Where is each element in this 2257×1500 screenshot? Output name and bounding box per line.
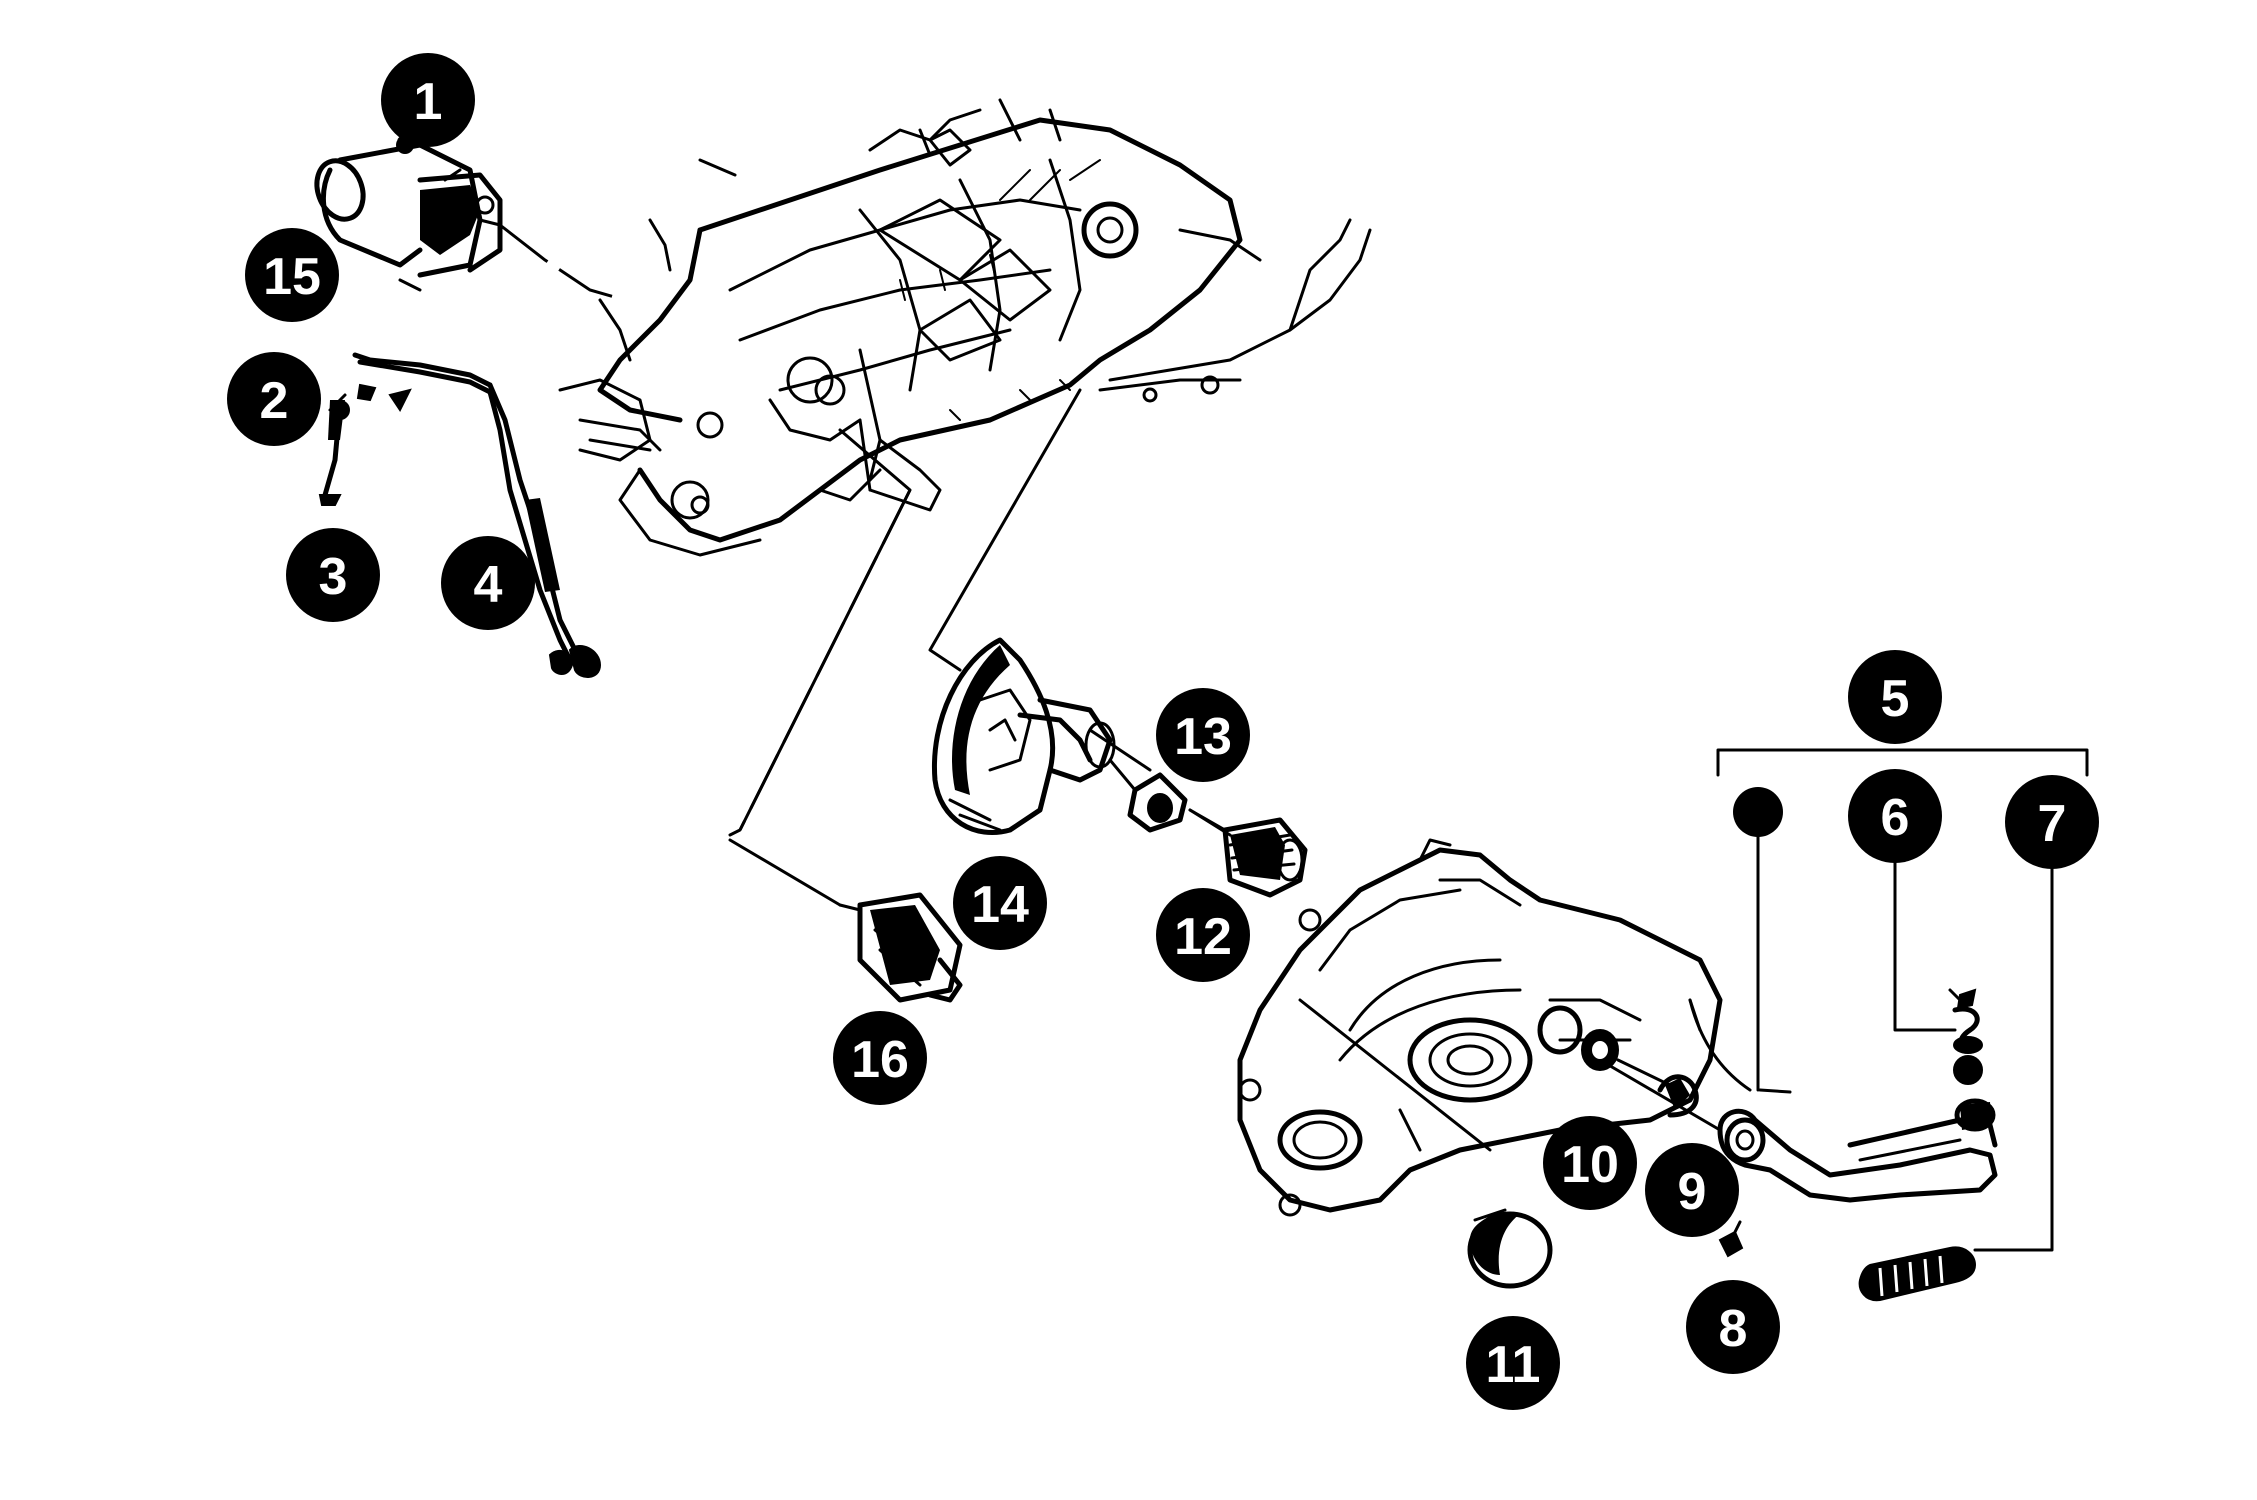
part-6-detent-spring (1948, 988, 1983, 1085)
callout-5-label: 5 (1881, 670, 1910, 728)
callout-14-label: 14 (971, 876, 1029, 934)
callout-12-label: 12 (1174, 908, 1232, 966)
callout-3-label: 3 (319, 548, 348, 606)
leader-lines (499, 158, 1722, 1152)
callout-1: 1 (381, 53, 475, 147)
callout-14: 14 (953, 856, 1047, 950)
callout-15-label: 15 (263, 248, 321, 306)
part-2-3-4-cables (318, 352, 602, 678)
part-13-bushing (1108, 758, 1188, 833)
part-15-starter-motor (314, 127, 503, 292)
callout-4: 4 (441, 536, 535, 630)
part-5-kick-lever (1688, 998, 1998, 1203)
group-5-bracket (1716, 748, 2089, 1252)
part-16-spring-shaft (838, 892, 963, 1003)
callout-7: 7 (2005, 775, 2099, 869)
part-12-spring (1188, 808, 1308, 898)
callout-8: 8 (1686, 1280, 1780, 1374)
callout-7-label: 7 (2038, 795, 2067, 853)
callout-2-label: 2 (260, 372, 289, 430)
part-11-plug-cap (1467, 1208, 1553, 1289)
callout-6: 6 (1848, 769, 1942, 863)
crankcase-assembly (558, 98, 1372, 557)
callout-3: 3 (286, 528, 380, 622)
callout-13: 13 (1156, 688, 1250, 782)
callout-5: 5 (1848, 650, 1942, 744)
callout-6-label: 6 (1881, 789, 1910, 847)
part-8-bolt (1718, 1220, 1744, 1258)
callout-9-label: 9 (1678, 1163, 1707, 1221)
callout-2: 2 (227, 352, 321, 446)
part-9-circlip (1657, 1074, 1699, 1118)
part-10-washer (1537, 1005, 1682, 1092)
callout-16-label: 16 (851, 1031, 909, 1089)
callout-13-label: 13 (1174, 708, 1232, 766)
part-14-kickstart-gear (931, 637, 1116, 836)
part-7-rubber-grip (1858, 1246, 1977, 1302)
callout-12: 12 (1156, 888, 1250, 982)
callout-16: 16 (833, 1011, 927, 1105)
callout-11-label: 11 (1486, 1336, 1541, 1394)
callout-8-label: 8 (1719, 1300, 1748, 1358)
callout-15: 15 (245, 228, 339, 322)
side-cover (1237, 838, 1723, 1217)
callout-1-label: 1 (414, 73, 443, 131)
callout-4-label: 4 (474, 556, 503, 614)
callout-11: 11 (1466, 1316, 1560, 1410)
callout-5-dot (1733, 787, 1783, 837)
callout-10: 10 (1543, 1116, 1637, 1210)
callout-badges: 1 2 3 4 5 6 7 8 (227, 53, 2099, 1410)
callout-9: 9 (1645, 1143, 1739, 1237)
callout-10-label: 10 (1561, 1136, 1619, 1194)
